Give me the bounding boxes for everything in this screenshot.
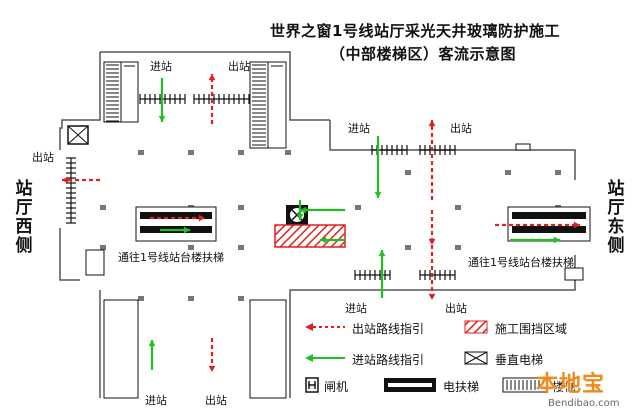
- legend-elevator: 垂直电梯: [495, 353, 544, 367]
- gate-rows: [66, 94, 456, 280]
- routes: [62, 74, 580, 372]
- label-exit-bottom-mid: 出站: [445, 302, 467, 315]
- label-exit-bottom-left: 出站: [205, 394, 227, 407]
- label-enter-mid: 进站: [348, 122, 370, 135]
- label-exit-mid: 出站: [450, 122, 472, 135]
- bin-north: [515, 143, 531, 151]
- legend-enter-route: 进站路线指引: [352, 353, 425, 367]
- label-enter-bottom-left: 进站: [145, 394, 167, 407]
- legend-gate: 闸机: [324, 380, 349, 394]
- title-line-1: 世界之窗1号线站厅采光天井玻璃防护施工: [270, 22, 560, 40]
- label-exit-west: 出站: [32, 151, 54, 164]
- legend-stairs: 楼梯: [552, 380, 577, 394]
- title-line-2: （中部楼梯区）客流示意图: [330, 45, 517, 63]
- bin-east: [564, 267, 584, 281]
- elevator-top-left: [67, 125, 89, 145]
- label-enter-bottom-mid: 进站: [345, 302, 367, 315]
- legend-symbols: [305, 320, 548, 393]
- bin-west: [85, 249, 105, 276]
- construction-zone: [274, 224, 346, 248]
- watermark-brand: 本地宝: [536, 372, 606, 397]
- platform-escalator-west: [135, 206, 217, 242]
- label-exit-top: 出站: [228, 60, 250, 73]
- legend-construction: 施工围挡区域: [495, 322, 568, 336]
- label-enter-top: 进站: [150, 60, 172, 73]
- bottom-escalator-group: [103, 299, 287, 399]
- watermark-url: Bendibao.com: [548, 398, 620, 409]
- legend-exit-route: 出站路线指引: [352, 322, 425, 336]
- label-platform-west: 通往1号线站台楼扶梯: [118, 251, 224, 264]
- side-west: 站厅西侧: [15, 179, 33, 256]
- side-east: 站厅东侧: [607, 179, 625, 256]
- legend-escalator: 电扶梯: [443, 380, 480, 394]
- label-platform-east: 通往1号线站台楼扶梯: [468, 256, 574, 269]
